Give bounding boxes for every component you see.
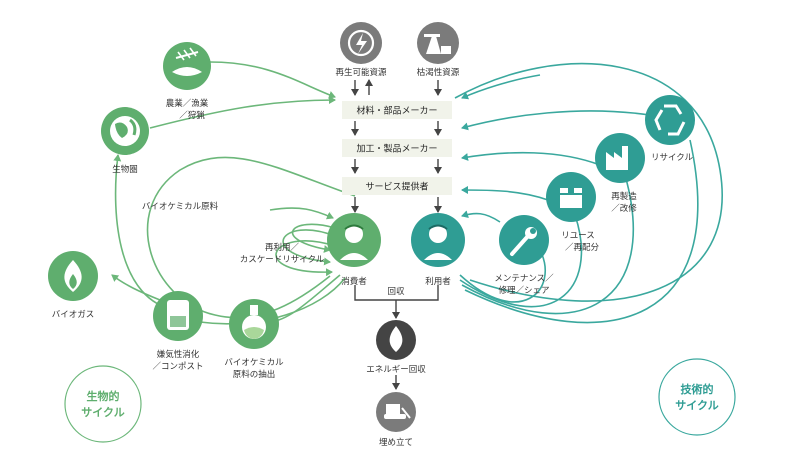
bio-flow-to-biogas: [111, 274, 161, 301]
service-label: サービス提供者: [365, 181, 428, 193]
tech-flow-maintenance-return: [461, 210, 501, 223]
renewable-label: 再生可能資源: [335, 67, 387, 78]
recycle-icon: [645, 95, 695, 145]
bio-flow-consumer-3: [275, 240, 336, 277]
center-flows: [351, 79, 442, 390]
extraction-label-1: バイオケミカル: [224, 358, 284, 368]
biogas-node: バイオガス: [48, 251, 98, 320]
remanufacture-label-2: ／改修: [611, 203, 637, 214]
remanufacture-node: 再製造 ／改修: [595, 133, 645, 214]
anaerobic-label-1: 嫌気性消化: [157, 349, 200, 360]
biosphere-node: 生物圏: [101, 107, 149, 175]
bio-flow-consumer-2: [282, 229, 336, 266]
consumer-label: 消費者: [341, 276, 367, 287]
maintenance-label-2: 修理／シェア: [498, 285, 549, 296]
collect-label: 回収: [387, 286, 405, 297]
renewable-resource: 再生可能資源: [335, 22, 387, 78]
materials-label: 材料・部品メーカー: [356, 105, 437, 117]
anaerobic-label-2: ／コンポスト: [152, 362, 203, 372]
reuse-tech-label-1: リユース: [561, 231, 595, 241]
bio-flow-consumer-1: [291, 223, 336, 253]
landfill-node: 埋め立て: [376, 392, 416, 448]
recycle-node: リサイクル: [645, 95, 695, 163]
extraction-node: バイオケミカル 原料の抽出: [224, 299, 284, 380]
tech-flow-user-loop-2: [459, 214, 583, 308]
wheat-fish-icon: [163, 42, 211, 90]
tech-cycle-flows: [454, 62, 723, 324]
bio-flow-service-to-consumer: [269, 207, 334, 220]
materials-box: 材料・部品メーカー: [342, 101, 452, 119]
biogas-label: バイオガス: [52, 309, 95, 320]
biochem-material-label: バイオケミカル原料: [142, 201, 219, 212]
maintenance-label-1: メンテナンス／: [494, 274, 554, 284]
bio-cycle-label-1: 生物的: [87, 389, 120, 403]
reuse-bio-label-1: 再利用／: [265, 242, 300, 253]
reuse-bio-label-2: カスケードリサイクル: [240, 255, 325, 265]
service-box: サービス提供者: [342, 177, 452, 195]
reuse-tech-node: リユース ／再配分: [546, 172, 599, 253]
user-node: 利用者: [411, 213, 465, 287]
anaerobic-node: 嫌気性消化 ／コンポスト: [152, 291, 204, 372]
tech-flow-user-loop-4: [464, 139, 699, 324]
tech-flow-reuse-return: [461, 186, 549, 201]
tech-flow-user-loop-1: [459, 249, 546, 303]
tech-flow-top-return: [461, 74, 541, 100]
bio-flow-agri-to-materials: [209, 61, 336, 99]
oil-pump-icon: [417, 22, 459, 64]
energy-recovery-node: エネルギー回収: [366, 320, 426, 375]
tech-flow-remanufacture-return: [461, 151, 601, 166]
bio-flow-consumer-out-1: [269, 274, 341, 323]
biosphere-label: 生物圏: [112, 164, 138, 175]
reuse-tech-label-2: ／再配分: [565, 243, 600, 253]
tech-flow-user-loop-3: [461, 174, 635, 315]
bio-flow-biosphere-to-materials: [149, 96, 336, 129]
tech-cycle-label-2: サイクル: [675, 399, 718, 412]
bio-cycle-label-2: サイクル: [81, 406, 124, 419]
tech-cycle-label-1: 技術的: [681, 382, 714, 396]
user-label: 利用者: [425, 276, 451, 287]
depletable-resource: 枯渇性資源: [417, 22, 460, 78]
tech-cycle-badge: 技術的 サイクル: [658, 358, 736, 436]
agri-label-1: 農業／漁業: [166, 98, 209, 109]
landfill-label: 埋め立て: [379, 437, 413, 448]
bio-cycle-flows: [111, 61, 356, 325]
remanufacture-label-1: 再製造: [611, 191, 637, 202]
energy-label: エネルギー回収: [366, 364, 426, 375]
tech-flow-outer-loop: [454, 62, 723, 302]
bio-cycle-badge: 生物的 サイクル: [64, 365, 142, 443]
recycle-label: リサイクル: [651, 153, 694, 163]
processing-box: 加工・製品メーカー: [342, 139, 452, 157]
processing-label: 加工・製品メーカー: [356, 143, 437, 155]
agri-node: 農業／漁業 ／狩猟: [163, 42, 211, 121]
depletable-label: 枯渇性資源: [417, 67, 460, 78]
bio-flow-to-biosphere: [113, 154, 176, 311]
bio-flow-consumer-out-2: [199, 277, 346, 325]
extraction-label-2: 原料の抽出: [233, 369, 276, 380]
tech-flow-recycle-return: [461, 110, 651, 131]
maintenance-node: メンテナンス／ 修理／シェア: [494, 215, 554, 296]
agri-label-2: ／狩猟: [179, 110, 205, 121]
consumer-node: 消費者: [327, 213, 381, 287]
